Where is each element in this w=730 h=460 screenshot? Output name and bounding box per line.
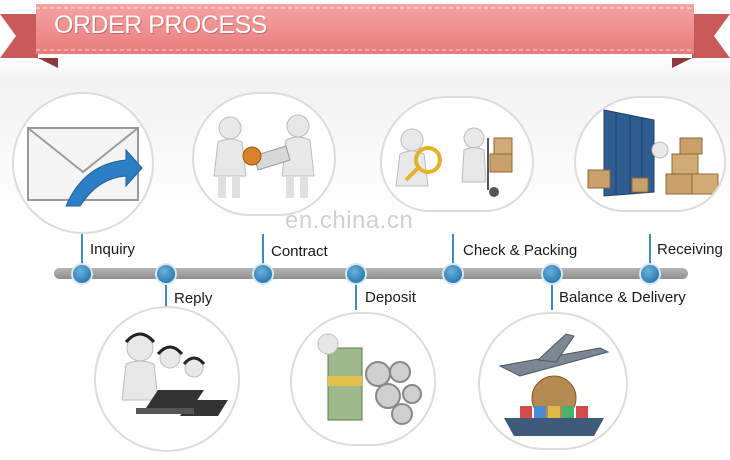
label-inquiry: Inquiry — [90, 241, 136, 258]
deposit-illustration — [290, 312, 436, 446]
timeline-bar — [54, 268, 688, 279]
stem-check-packing — [452, 234, 454, 270]
page-title: ORDER PROCESS — [54, 11, 267, 39]
stem-deposit — [355, 278, 357, 310]
watermark: en.china.cn — [285, 207, 414, 234]
check-packing-illustration — [380, 96, 534, 212]
stem-reply — [165, 278, 167, 310]
node-check-packing — [444, 265, 462, 283]
label-balance-delivery: Balance & Delivery — [559, 289, 686, 306]
balance-delivery-illustration — [478, 312, 628, 450]
stem-receiving — [649, 234, 651, 270]
node-balance-delivery — [543, 265, 561, 283]
header-ribbon — [0, 4, 730, 68]
inquiry-illustration — [12, 92, 154, 234]
node-reply — [157, 265, 175, 283]
label-deposit: Deposit — [365, 289, 416, 306]
node-inquiry — [73, 265, 91, 283]
label-reply: Reply — [174, 290, 213, 307]
label-contract: Contract — [271, 243, 328, 260]
reply-illustration — [94, 306, 240, 452]
node-receiving — [641, 265, 659, 283]
node-deposit — [347, 265, 365, 283]
stem-contract — [262, 234, 264, 270]
label-check-packing: Check & Packing — [463, 242, 578, 259]
stem-balance-delivery — [551, 278, 553, 310]
label-receiving: Receiving — [657, 241, 723, 258]
receiving-illustration — [574, 96, 726, 212]
stem-inquiry — [81, 234, 83, 270]
node-contract — [254, 265, 272, 283]
contract-illustration — [192, 92, 336, 216]
